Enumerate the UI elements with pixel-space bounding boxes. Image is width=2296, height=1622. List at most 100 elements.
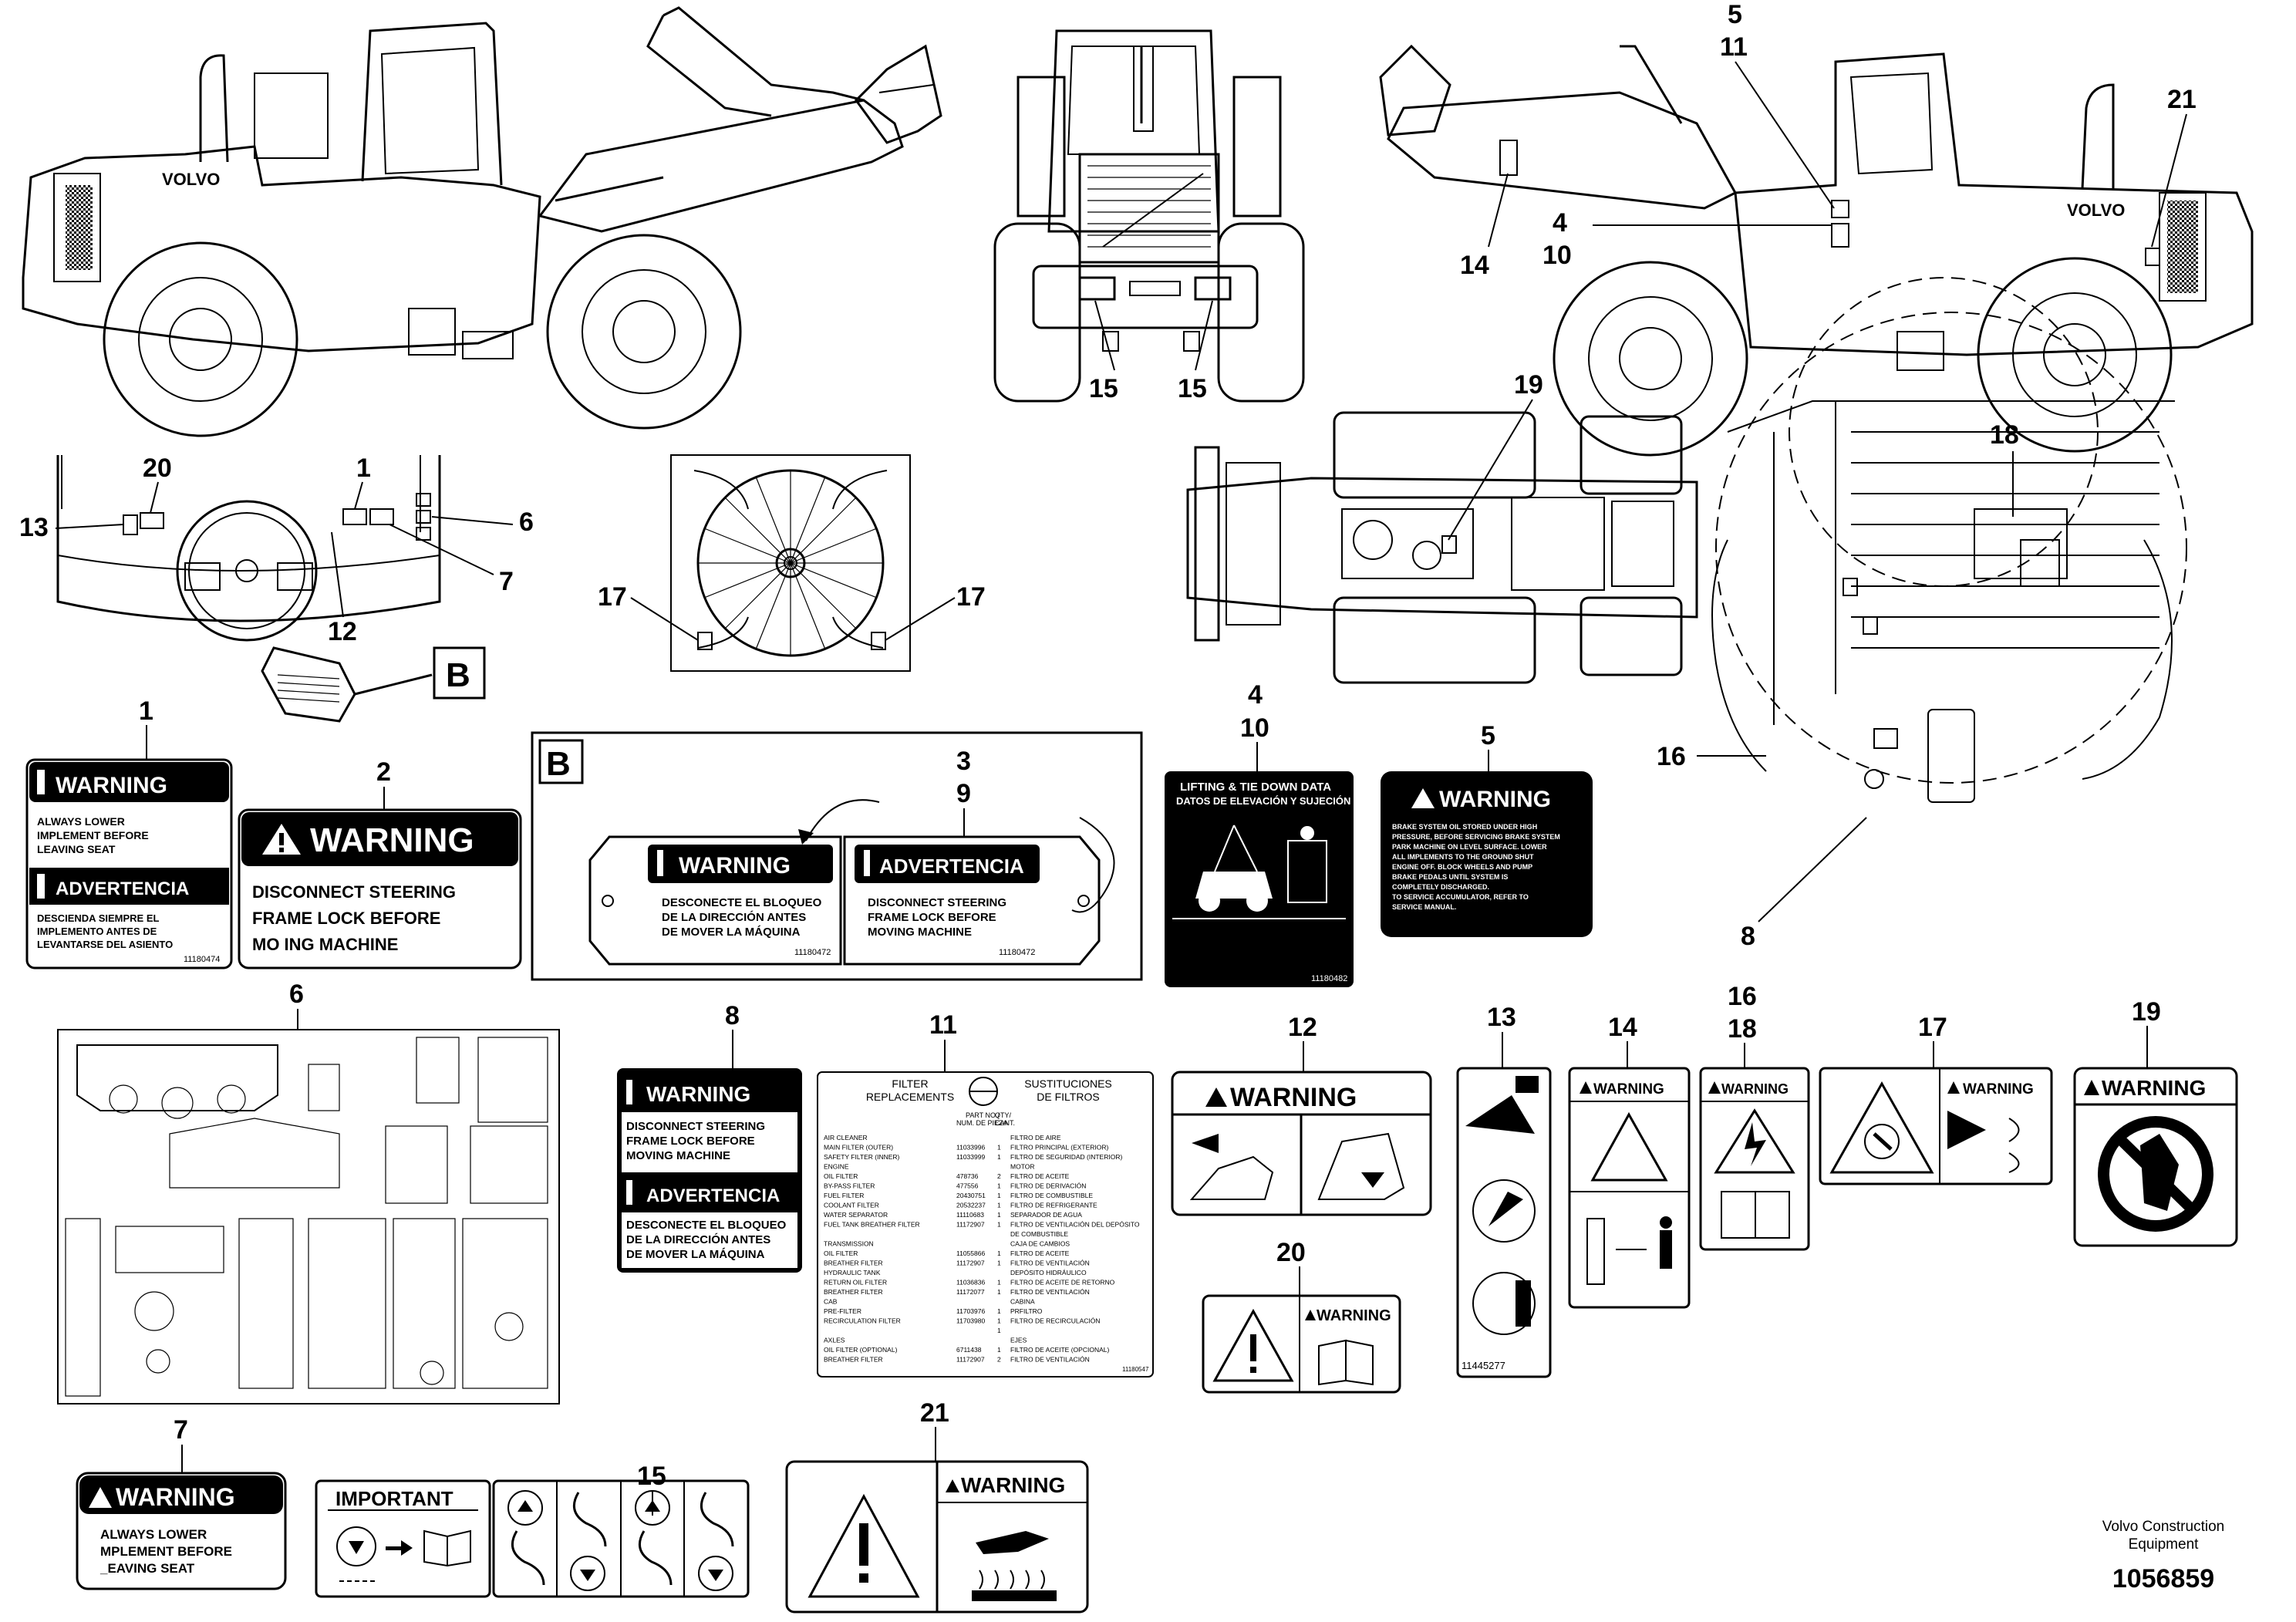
decal-20-title: WARNING <box>1317 1307 1391 1324</box>
decal-2-line3: MO ING MACHINE <box>252 935 398 954</box>
filter-table-cell: OIL FILTER (OPTIONAL) <box>824 1346 898 1354</box>
callout-21: 21 <box>2167 85 2197 114</box>
filter-table-cell: 20430751 <box>956 1192 986 1199</box>
filter-table-cell: MAIN FILTER (OUTER) <box>824 1144 893 1152</box>
callout-13-label: 13 <box>1487 1003 1516 1032</box>
filter-table-cell: FILTRO DE COMBUSTIBLE <box>1010 1192 1093 1199</box>
decal-3-right-line3: MOVING MACHINE <box>868 926 972 939</box>
filter-table-cell: FILTRO DE RECIRCULACIÓN <box>1010 1317 1101 1325</box>
decal-8-title-es: ADVERTENCIA <box>646 1185 780 1206</box>
filter-table-cell: FILTRO DE VENTILACIÓN <box>1010 1288 1090 1296</box>
decal-11-head-es2: DE FILTROS <box>1037 1091 1099 1103</box>
loader-front-view: 15 15 <box>993 29 1305 403</box>
filter-table-cell: WATER SEPARATOR <box>824 1211 888 1219</box>
decal-14: 14 WARNING <box>1568 1013 1691 1309</box>
filter-table-cell: 11172907 <box>956 1221 985 1229</box>
operator-dashboard-view: B 20 13 1 6 7 12 <box>19 454 534 723</box>
filter-table-cell: 1 <box>997 1317 1001 1325</box>
loader-top-view: 19 <box>1186 370 1698 684</box>
decal-8-line2: FRAME LOCK BEFORE <box>626 1135 755 1148</box>
company-line-1: Volvo Construction <box>2102 1519 2224 1535</box>
decal-1-es-line2: IMPLEMENTO ANTES DE <box>37 926 157 937</box>
filter-table-cell: OIL FILTER <box>824 1249 858 1257</box>
company-line-2: Equipment <box>2129 1536 2200 1553</box>
filter-table-cell: PRFILTRO <box>1010 1307 1043 1315</box>
filter-table-cell: 11033996 <box>956 1144 985 1152</box>
callout-8-label: 8 <box>725 1001 740 1030</box>
filter-table-cell: CABINA <box>1010 1298 1035 1306</box>
decal-11-col-part: PART NO./ <box>966 1111 1000 1119</box>
decal-2-title: WARNING <box>310 821 474 859</box>
filter-table-cell: 11036836 <box>956 1279 985 1286</box>
decal-15: 15 IMPORTANT <box>315 1462 750 1598</box>
callout-5-label: 5 <box>1481 721 1495 750</box>
callout-15-left: 15 <box>1089 374 1118 403</box>
decal-1-line3: LEAVING SEAT <box>37 843 116 855</box>
filter-table-cell: 6711438 <box>956 1346 982 1354</box>
filter-table-cell: 1 <box>997 1221 1001 1229</box>
filter-table-cell: FUEL TANK BREATHER FILTER <box>824 1221 920 1229</box>
callout-2: 2 <box>376 757 391 787</box>
decal-3-left-title: WARNING <box>679 853 791 878</box>
filter-table-cell: CAJA DE CAMBIOS <box>1010 1240 1070 1248</box>
filter-table-cell: 1 <box>997 1192 1001 1199</box>
filter-table-cell: FUEL FILTER <box>824 1192 864 1199</box>
decal-4-part: 11180482 <box>1311 974 1347 983</box>
filter-table-cell: HYDRAULIC TANK <box>824 1269 881 1276</box>
decal-5-line2: PRESSURE, BEFORE SERVICING BRAKE SYSTEM <box>1392 833 1560 841</box>
filter-table-cell: BREATHER FILTER <box>824 1259 883 1267</box>
filter-table-cell: 477556 <box>956 1182 979 1190</box>
filter-table-cell: PRE-FILTER <box>824 1307 861 1315</box>
filter-table-cell: FILTRO DE SEGURIDAD (INTERIOR) <box>1010 1153 1122 1161</box>
filter-table-cell: 1 <box>997 1202 1001 1209</box>
filter-table-cell: 1 <box>997 1307 1001 1315</box>
filter-table-cell: ENGINE <box>824 1163 849 1171</box>
decal-7-title: WARNING <box>116 1483 235 1511</box>
filter-table-cell: BREATHER FILTER <box>824 1288 883 1296</box>
filter-table-cell: 11110683 <box>956 1211 984 1219</box>
decal-4-title: LIFTING & TIE DOWN DATA <box>1180 781 1331 794</box>
decal-1-line2: IMPLEMENT BEFORE <box>37 829 149 841</box>
filter-table-cell: 1 <box>997 1249 1001 1257</box>
loader-side-view-right: VOLVO 5 11 21 4 10 14 <box>1379 0 2254 587</box>
callout-7-label: 7 <box>174 1415 188 1445</box>
decal-13: 13 11445277 <box>1456 1003 1552 1378</box>
decal-5-title: WARNING <box>1439 787 1551 812</box>
filter-table-cell: EJES <box>1010 1337 1027 1344</box>
decal-11-col-qty2: CANT. <box>995 1119 1015 1127</box>
decal-1-es-line1: DESCIENDA SIEMPRE EL <box>37 912 159 924</box>
callout-11-label: 11 <box>929 1010 957 1040</box>
filter-table-cell: 1 <box>997 1346 1001 1354</box>
filter-table-cell: 11055866 <box>956 1249 985 1257</box>
decal-2: 2 WARNING DISCONNECT STEERING FRAME LOCK… <box>238 757 522 969</box>
filter-table-cell: BY-PASS FILTER <box>824 1182 875 1190</box>
callout-1-label: 1 <box>139 696 153 726</box>
brand-label: VOLVO <box>162 170 220 189</box>
decal-5-line3: PARK MACHINE ON LEVEL SURFACE. LOWER <box>1392 843 1547 851</box>
filter-table-cell: 2 <box>997 1172 1001 1180</box>
decal-1-title: WARNING <box>56 773 167 798</box>
decal-17: 17 WARNING <box>1819 1013 2053 1185</box>
filter-table-cell: 1 <box>997 1182 1001 1190</box>
callout-18-label: 18 <box>1728 1014 1757 1044</box>
filter-table-cell: 1 <box>997 1288 1001 1296</box>
callout-17-right: 17 <box>956 582 986 612</box>
decal-11-head-en: FILTER <box>892 1077 928 1090</box>
filter-table-cell: 11172907 <box>956 1356 985 1364</box>
decal-11: 11 FILTER REPLACEMENTS SUSTITUCIONES DE … <box>817 1010 1154 1378</box>
decal-3-right-title: ADVERTENCIA <box>879 855 1024 878</box>
decal-16-title: WARNING <box>1721 1081 1789 1097</box>
callout-5: 5 <box>1728 0 1742 29</box>
decal-2-line1: DISCONNECT STEERING <box>252 882 456 902</box>
decal-3-left-line3: DE MOVER LA MÁQUINA <box>662 926 801 939</box>
callout-21-label: 21 <box>920 1398 949 1428</box>
decal-5-line5: ENGINE OFF. BLOCK WHEELS AND PUMP <box>1392 863 1532 871</box>
decal-21: 21 WARNING <box>785 1398 1089 1614</box>
filter-table-cell: COOLANT FILTER <box>824 1202 879 1209</box>
loader-side-view-left: VOLVO <box>22 6 942 437</box>
callout-9: 9 <box>956 779 971 808</box>
callout-14-label: 14 <box>1608 1013 1637 1042</box>
decal-7-line2: MPLEMENT BEFORE <box>100 1544 232 1559</box>
decal-1-title-es: ADVERTENCIA <box>56 878 189 899</box>
filter-table-cell: 1 <box>997 1279 1001 1286</box>
